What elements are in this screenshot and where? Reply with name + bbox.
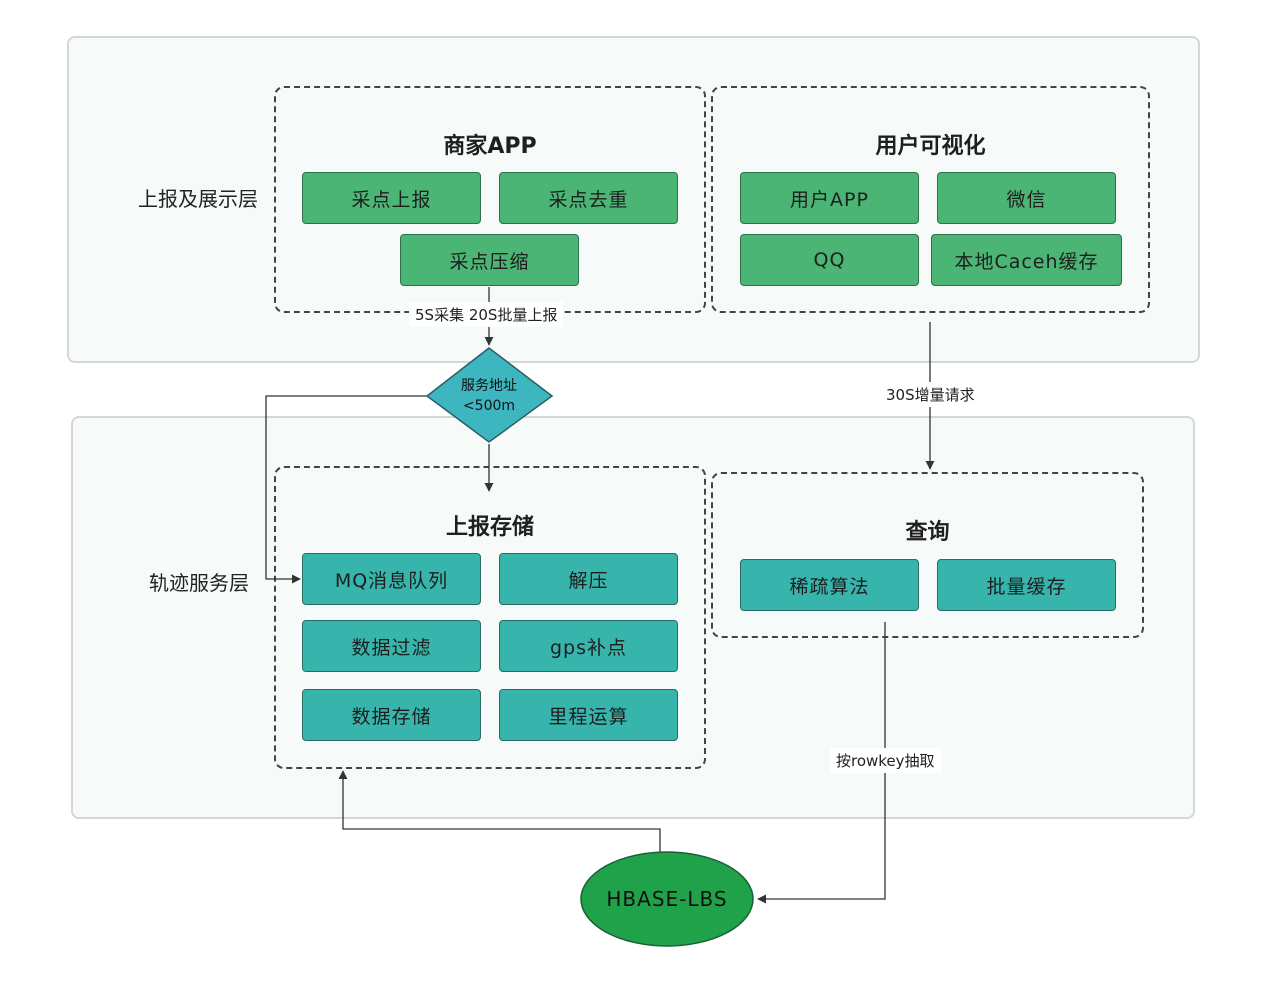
- collect-dedupe-box: 采点去重: [499, 172, 678, 224]
- gps-fill-box: gps补点: [499, 620, 678, 672]
- local-cache-box: 本地Caceh缓存: [931, 234, 1122, 286]
- mq-queue-box: MQ消息队列: [302, 553, 481, 605]
- bottom-layer-label: 轨迹服务层: [149, 571, 249, 595]
- query-group: [711, 472, 1144, 638]
- user-app-box: 用户APP: [740, 172, 919, 224]
- wechat-box: 微信: [937, 172, 1116, 224]
- decompress-box: 解压: [499, 553, 678, 605]
- hbase-label: HBASE-LBS: [606, 887, 728, 911]
- edge-hbase-to-storage: [338, 770, 661, 852]
- report-storage-group: [274, 466, 706, 769]
- qq-box: QQ: [740, 234, 919, 286]
- merchant-app-title: 商家APP: [443, 134, 537, 159]
- data-storage-box: 数据存储: [302, 689, 481, 741]
- increment-request-label: 30S增量请求: [880, 382, 981, 407]
- mileage-calc-box: 里程运算: [499, 689, 678, 741]
- edge-query-to-hbase: [757, 622, 886, 904]
- edge-decision-to-mq: [265, 395, 427, 584]
- decision-line2: <500m: [462, 398, 516, 414]
- bottom-layer-panel: [71, 416, 1195, 819]
- decision-diamond: [425, 347, 554, 443]
- batch-cache-box: 批量缓存: [937, 559, 1116, 611]
- query-title: 查询: [905, 520, 950, 545]
- sparse-algorithm-box: 稀疏算法: [740, 559, 919, 611]
- report-storage-title: 上报存储: [445, 515, 534, 540]
- user-visual-group: [711, 86, 1150, 313]
- collect-report-box: 采点上报: [302, 172, 481, 224]
- decision-text: 服务地址 <500m: [437, 376, 541, 416]
- data-filter-box: 数据过滤: [302, 620, 481, 672]
- collect-compress-box: 采点压缩: [400, 234, 579, 286]
- hbase-ellipse: [580, 851, 754, 947]
- decision-line1: 服务地址: [461, 378, 517, 394]
- rowkey-extract-label: 按rowkey抽取: [830, 748, 941, 773]
- top-layer-label: 上报及展示层: [138, 187, 258, 211]
- user-visual-title: 用户可视化: [875, 134, 986, 159]
- collect-interval-label: 5S采集 20S批量上报: [409, 302, 564, 327]
